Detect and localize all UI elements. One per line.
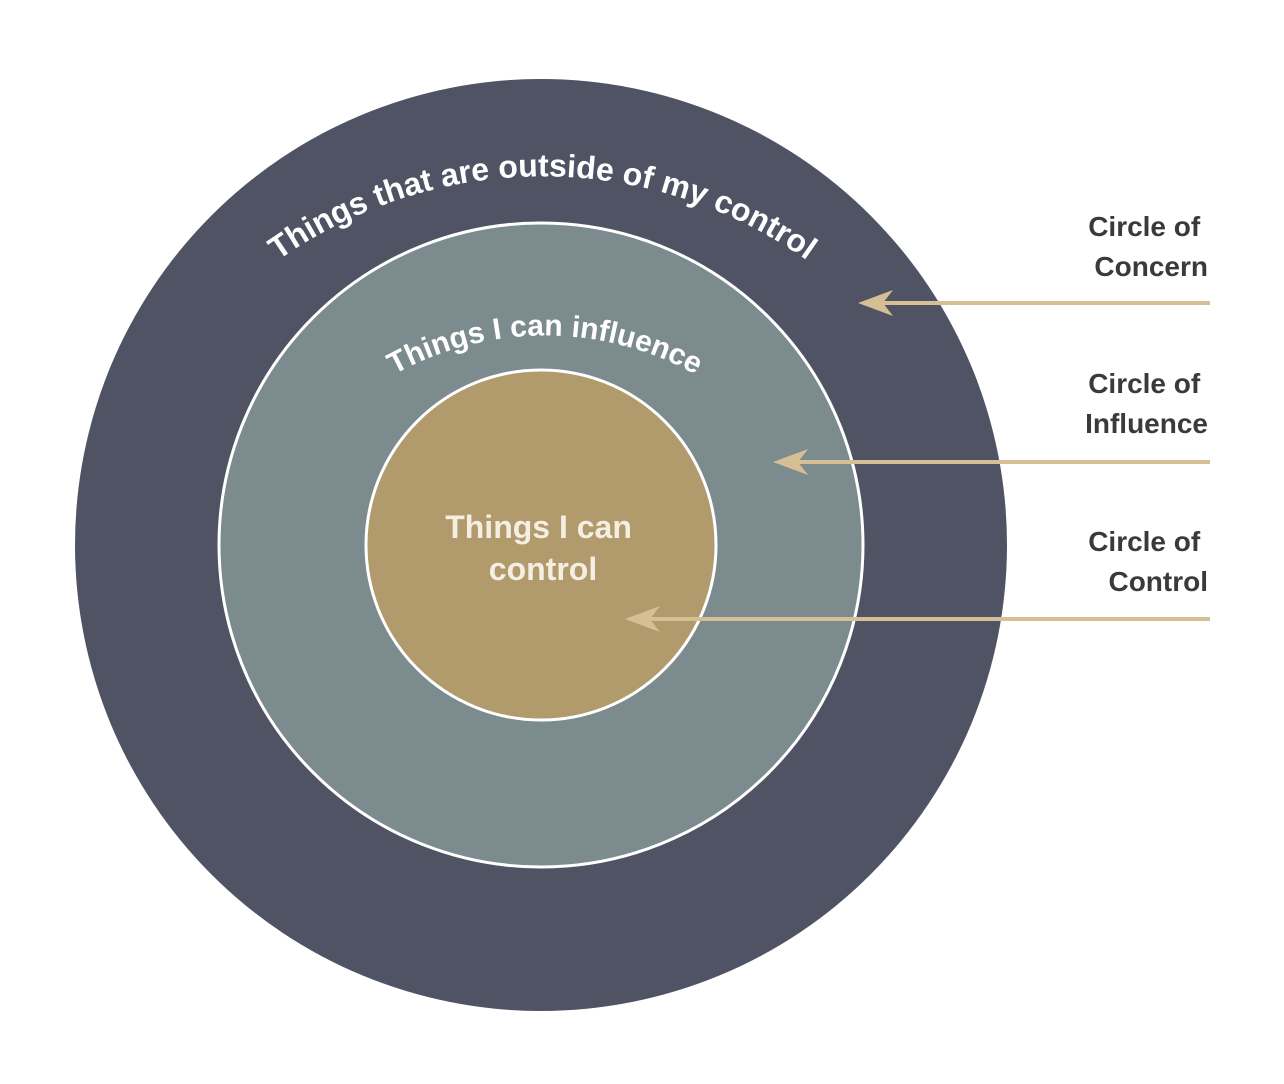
side-label-concern-line-1: Circle of <box>1088 211 1201 242</box>
side-label-influence: Circle of Influence <box>1085 368 1208 439</box>
side-label-control-line-1: Circle of <box>1088 526 1201 557</box>
side-label-concern-line-2: Concern <box>1094 251 1208 282</box>
control-center-line-2: control <box>489 551 597 587</box>
side-label-influence-line-1: Circle of <box>1088 368 1201 399</box>
arrow-to-control <box>625 606 1210 632</box>
side-label-control-line-2: Control <box>1108 566 1208 597</box>
circle-of-control <box>364 368 718 722</box>
control-center-line-1: Things I can <box>445 509 632 545</box>
side-label-concern: Circle of Concern <box>1088 211 1208 282</box>
control-center-label: Things I can control <box>445 509 641 587</box>
arrow-to-influence <box>773 449 1210 475</box>
side-label-control: Circle of Control <box>1088 526 1208 597</box>
side-label-influence-line-2: Influence <box>1085 408 1208 439</box>
arrow-to-concern <box>858 290 1210 316</box>
